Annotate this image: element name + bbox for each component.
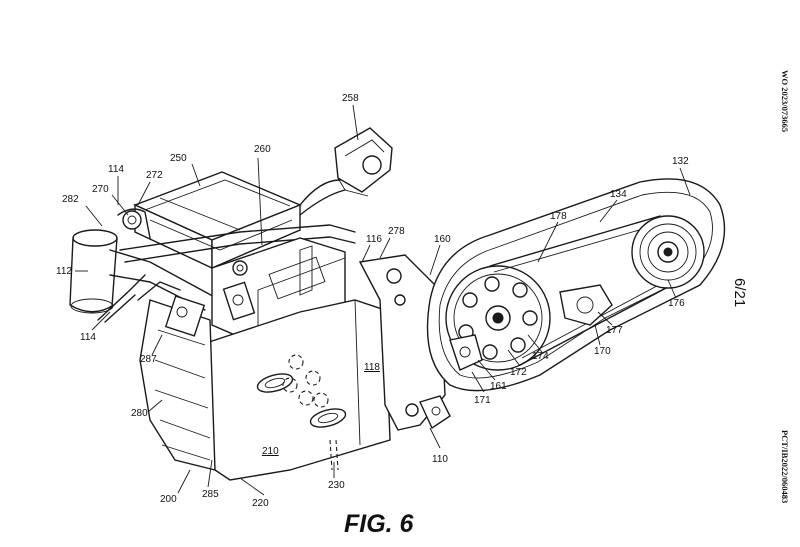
ref-260: 260 bbox=[254, 144, 271, 155]
ref-258: 258 bbox=[342, 93, 359, 104]
ref-110: 110 bbox=[432, 454, 448, 465]
driven-pulley bbox=[631, 215, 705, 289]
ref-272: 272 bbox=[146, 170, 163, 181]
ref-210: 210 bbox=[262, 446, 279, 457]
ref-176: 176 bbox=[668, 298, 685, 309]
ref-278: 278 bbox=[388, 226, 405, 237]
ref-114-lower: 114 bbox=[80, 332, 96, 343]
ref-285: 285 bbox=[202, 489, 219, 500]
middle-plate bbox=[358, 254, 451, 431]
ref-160: 160 bbox=[434, 234, 451, 245]
ref-170: 170 bbox=[594, 346, 611, 357]
lower-gear bbox=[449, 284, 613, 371]
ref-178: 178 bbox=[550, 211, 567, 222]
ref-177: 177 bbox=[606, 325, 623, 336]
ref-116: 116 bbox=[366, 234, 382, 245]
connector-258 bbox=[299, 127, 393, 216]
ref-230: 230 bbox=[328, 480, 345, 491]
ref-132: 132 bbox=[672, 156, 689, 167]
publication-number: WO 2023/073665 bbox=[780, 70, 790, 132]
figure-caption: FIG. 6 bbox=[344, 510, 415, 538]
left-lower-assembly bbox=[137, 281, 216, 471]
ref-118: 118 bbox=[364, 362, 380, 373]
ref-220: 220 bbox=[252, 498, 269, 509]
motor-housing bbox=[199, 299, 391, 481]
ref-270: 270 bbox=[92, 184, 109, 195]
ref-171: 171 bbox=[474, 395, 491, 406]
leader-lines bbox=[75, 104, 691, 496]
ref-250: 250 bbox=[170, 153, 187, 164]
reference-numerals: 250 260 258 114 270 272 282 112 114 287 … bbox=[56, 93, 689, 509]
upper-tubes bbox=[117, 208, 356, 263]
ref-161: 161 bbox=[490, 381, 507, 392]
application-number: PCT/IB2022/060483 bbox=[780, 430, 790, 503]
ref-287: 287 bbox=[140, 354, 157, 365]
ref-112: 112 bbox=[56, 266, 72, 277]
ref-282: 282 bbox=[62, 194, 79, 205]
sheet-number: 6/21 bbox=[731, 278, 748, 307]
ref-172: 172 bbox=[510, 367, 527, 378]
ref-134: 134 bbox=[610, 189, 627, 200]
ref-280: 280 bbox=[131, 408, 148, 419]
ref-174: 174 bbox=[532, 351, 549, 362]
ref-200: 200 bbox=[160, 494, 177, 505]
ref-114-upper: 114 bbox=[108, 164, 124, 175]
